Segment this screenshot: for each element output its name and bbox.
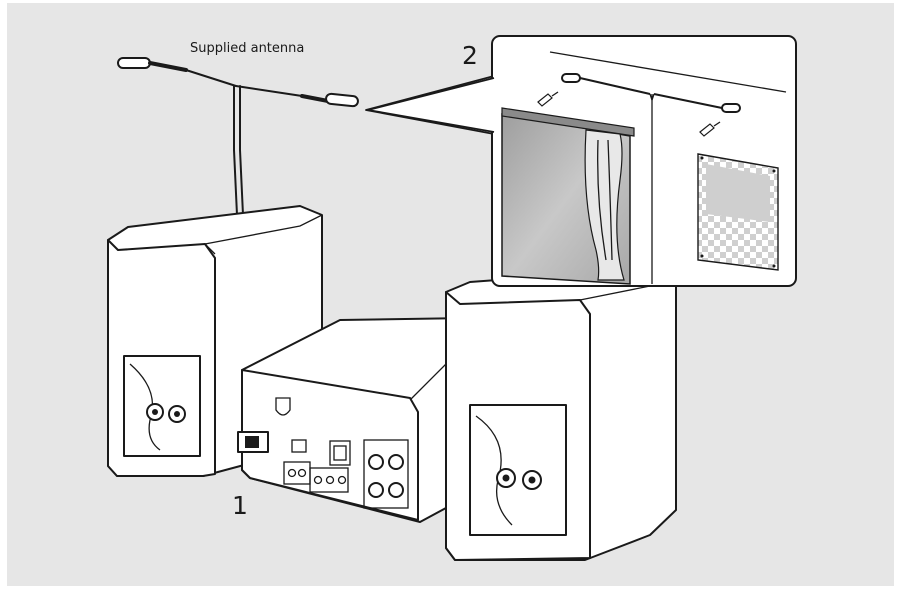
pin-icon [537,91,559,107]
pin-icon [699,121,721,137]
antenna-label: Supplied antenna [190,41,304,56]
step-1-label: 1 [232,491,248,520]
center-unit [237,317,471,523]
wall-antenna [561,73,741,113]
curtain [584,129,625,281]
installation-callout [365,35,797,287]
step-2-label: 2 [462,41,478,70]
wall-poster [697,153,779,271]
right-speaker [445,267,677,561]
